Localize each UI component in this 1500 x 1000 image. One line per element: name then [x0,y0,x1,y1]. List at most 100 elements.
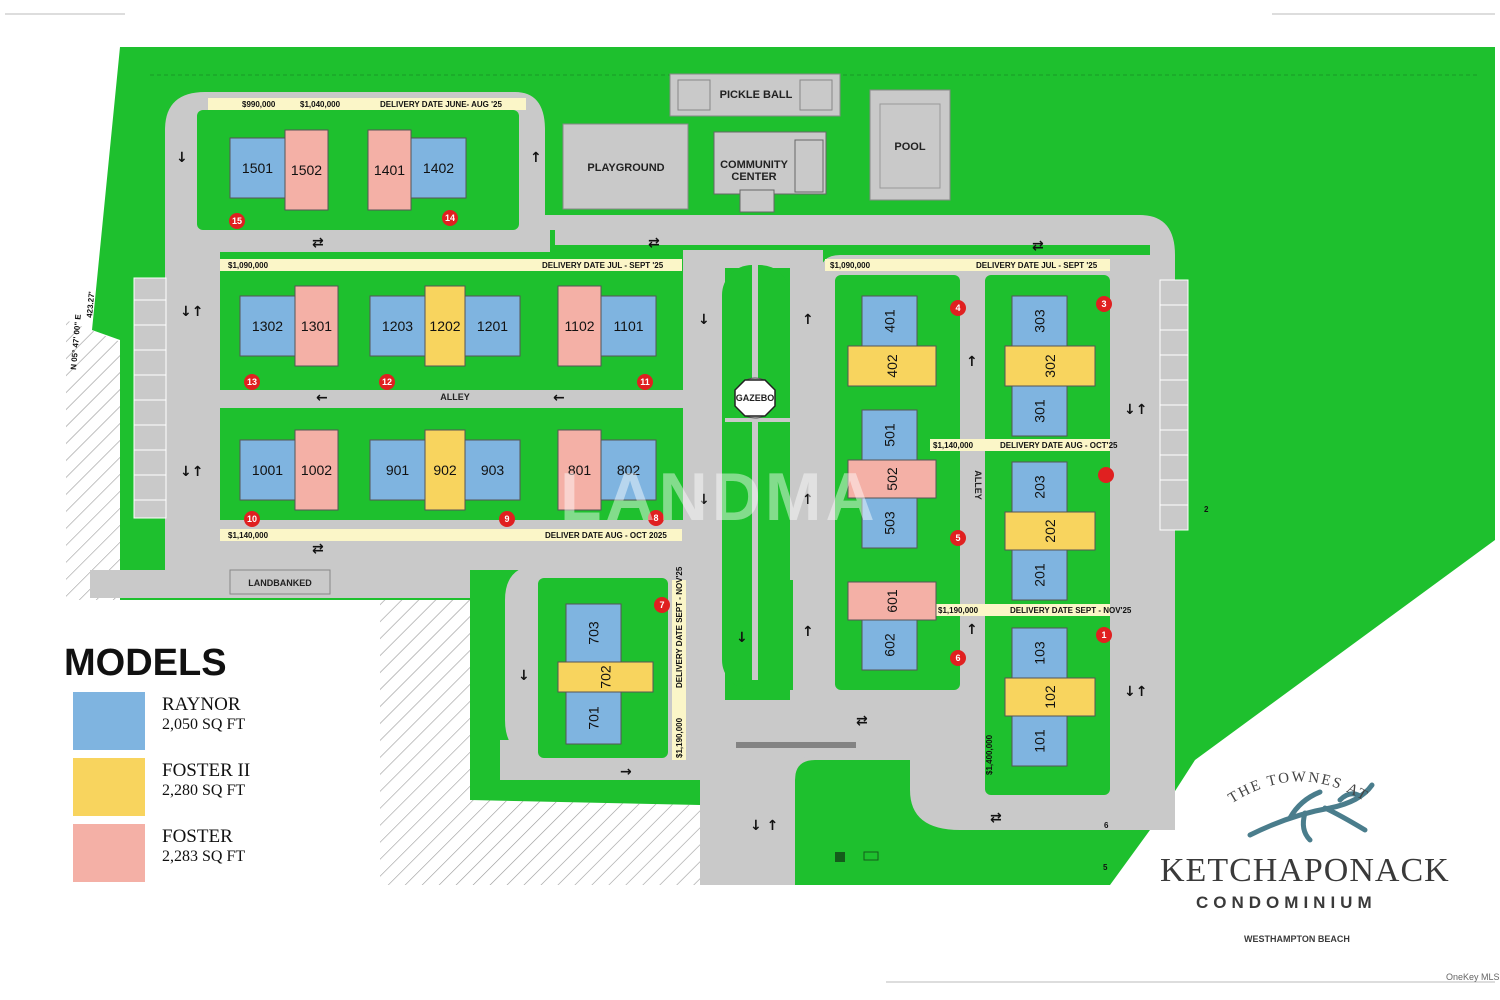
unit-301: 301 [1011,385,1068,437]
unit-footprint [229,137,286,199]
unit-1302: 1302 [239,295,296,357]
unit-footprint [1004,677,1096,717]
unit-number: 102 [1042,685,1058,709]
hatched-buffer-left [66,320,700,885]
unit-502: 502 [847,459,937,499]
unit-footprint [861,295,918,347]
legend-swatch-1 [73,758,145,816]
unit-number: 201 [1032,563,1048,587]
lot-badge-10 [244,511,260,527]
unit-number: 1401 [374,162,405,178]
unit-footprint [847,459,937,499]
pickleball-label: PICKLE BALL [720,89,793,101]
lot-badge-8 [648,510,664,526]
lot-badge-5 [950,530,966,546]
unit-number: 703 [586,621,602,645]
unit-number: 702 [598,665,614,689]
playground-label: PLAYGROUND [587,162,664,174]
unit-footprint [369,295,426,357]
band-top-price-1: $990,000 [242,100,276,109]
svg-text:↓: ↓ [176,150,188,166]
unit-footprint [847,581,937,621]
band-top-price-2: $1,040,000 [300,100,341,109]
band-top-delivery: DELIVERY DATE JUNE- AUG '25 [380,100,502,109]
lot-badge-number: 4 [955,303,960,313]
unit-footprint [294,285,339,367]
band-right-top-price: $1,090,000 [830,261,871,270]
unit-701: 701 [565,691,622,745]
unit-1402: 1402 [410,137,467,199]
lot-badge-number: 14 [445,213,455,223]
unit-601: 601 [847,581,937,621]
unit-number: 101 [1032,729,1048,753]
brand-towns-text: THE TOWNES AT [1226,769,1370,806]
unit-footprint [239,295,296,357]
unit-702: 702 [557,661,654,693]
unit-1301: 1301 [294,285,339,367]
survey-mark-2: 2 [1204,505,1209,514]
lot-badge-13 [244,374,260,390]
alley-label-horizontal: ALLEY [440,392,470,402]
unit-703: 703 [565,603,622,663]
unit-footprint [1011,385,1068,437]
unit-number: 1302 [252,318,283,334]
lot-badge-6 [950,650,966,666]
svg-text:⇄: ⇄ [1032,238,1044,254]
unit-number: 501 [882,423,898,447]
lot-badge-11 [637,374,653,390]
unit-1401: 1401 [367,129,412,211]
brand-subtitle: CONDOMINIUM [1196,893,1377,912]
unit-1201: 1201 [464,295,521,357]
lot-badge-14 [442,210,458,226]
svg-text:↓: ↓ [698,312,710,328]
svg-text:⇄: ⇄ [312,541,324,557]
unit-number: 701 [586,706,602,730]
brand-name: KETCHAPONACK [1160,852,1450,889]
unit-number: 202 [1042,519,1058,543]
unit-401: 401 [861,295,918,347]
unit-number: 401 [882,309,898,333]
unit-number: 801 [568,462,592,478]
lot-badge-3 [1096,296,1112,312]
svg-text:⇄: ⇄ [648,235,660,251]
lot-badge-12 [379,374,395,390]
unit-number: 1301 [301,318,332,334]
lot-badge-2 [1098,467,1114,483]
unit-footprint [410,137,467,199]
lot-badge-9 [499,511,515,527]
watermark: LANDMA [560,459,879,535]
unit-footprint [557,429,602,511]
survey-distance: 423.27' [85,291,96,318]
unit-302: 302 [1004,345,1096,387]
band-right-mid-delivery: DELIVERY DATE AUG - OCT'25 [1000,441,1118,450]
survey-mark-5: 5 [1103,863,1108,872]
unit-number: 1202 [429,318,460,334]
unit-103: 103 [1011,627,1068,679]
legend-model-name: FOSTER II [162,760,251,781]
svg-text:⇄: ⇄ [990,810,1002,826]
svg-text:↓: ↓ [698,492,710,508]
unit-footprint [369,439,426,501]
svg-text:↑: ↑ [966,354,978,370]
svg-text:⇄: ⇄ [312,235,324,251]
parking-stripes [133,277,1189,531]
svg-text:→: → [620,764,632,780]
svg-text:←: ← [316,390,328,406]
unit-903: 903 [464,439,521,501]
lot-badge-number: 1 [1101,630,1106,640]
band-bottom-v-price: $1,190,000 [675,717,684,758]
community-center-label-2: CENTER [731,171,776,183]
unit-503: 503 [861,497,918,549]
unit-number: 303 [1032,309,1048,333]
legend-model-size: 2,280 SQ FT [162,782,246,799]
unit-footprint [367,129,412,211]
coral-logo [1247,782,1375,843]
lot-badge-number: 13 [247,377,257,387]
lot-badge-number: 9 [504,514,509,524]
unit-1102: 1102 [557,285,602,367]
unit-number: 301 [1032,399,1048,423]
band-row-b-delivery: DELIVER DATE AUG - OCT 2025 [545,531,667,540]
unit-footprint [600,439,657,501]
lot-badge-7 [654,597,670,613]
